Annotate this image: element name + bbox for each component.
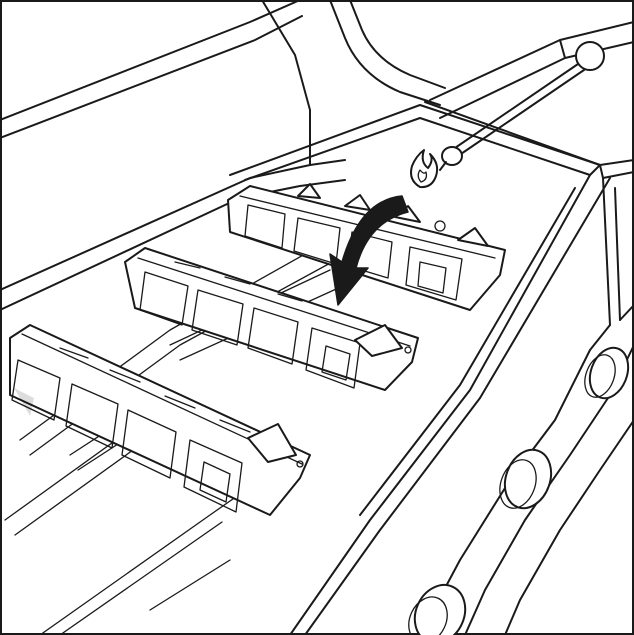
flame-icon	[410, 149, 439, 189]
control-knob-icon	[584, 346, 630, 400]
flavorizer-bar-front	[9, 324, 311, 516]
control-knob-icon	[408, 583, 467, 635]
flavorizer-bar-back	[227, 183, 506, 311]
igniter-hook-icon	[439, 41, 605, 171]
flavorizer-bar-middle	[124, 247, 419, 391]
curved-arrow-icon	[329, 195, 409, 306]
control-knob-icon	[499, 448, 553, 510]
